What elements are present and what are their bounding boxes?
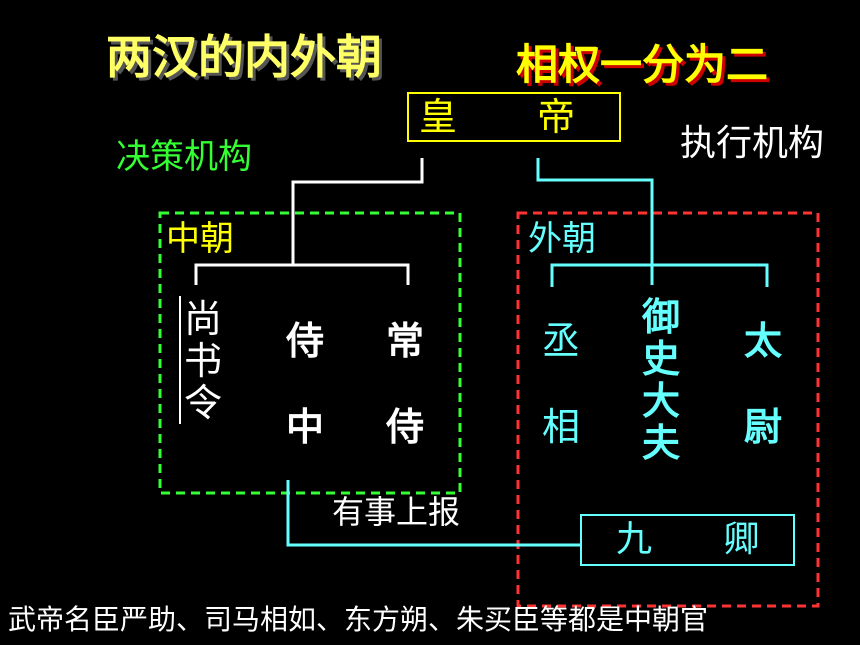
nine-ministers-label: 九 卿 [616,519,790,560]
decision-label: 决策机构 [116,137,252,177]
execution-label: 执行机构 [680,123,825,164]
outer-court-bracket [550,263,769,287]
official-shangshuling: 尚 书 令 [183,297,222,425]
official-yushidafu: 御 史 大 夫 [641,295,680,465]
emperor-inner-connector [291,158,424,265]
official-chengxiang: 丞 相 [541,319,580,449]
official-changshi: 常 侍 [385,319,424,449]
footer-note: 武帝名臣严助、司马相如、东方朔、朱买臣等都是中朝官 [8,603,709,636]
inner-court-label: 中朝 [166,219,234,259]
outer-court-label: 外朝 [528,219,596,259]
nine-ministers-box: 九 卿 [580,514,796,566]
inner-court-bracket [194,263,410,285]
inner-court-border [158,211,462,495]
report-connector [286,480,580,547]
page-subtitle: 相权一分为二 [516,40,769,89]
official-shizhong: 侍 中 [285,319,324,449]
official-taiwei: 太 尉 [743,319,782,449]
emperor-outer-connector [536,158,654,285]
emperor-box: 皇 帝 [407,92,622,142]
page-title: 两汉的内外朝 [106,30,382,84]
report-label: 有事上报 [332,493,461,531]
outer-court-border [516,211,820,608]
emperor-label: 皇 帝 [419,95,610,139]
